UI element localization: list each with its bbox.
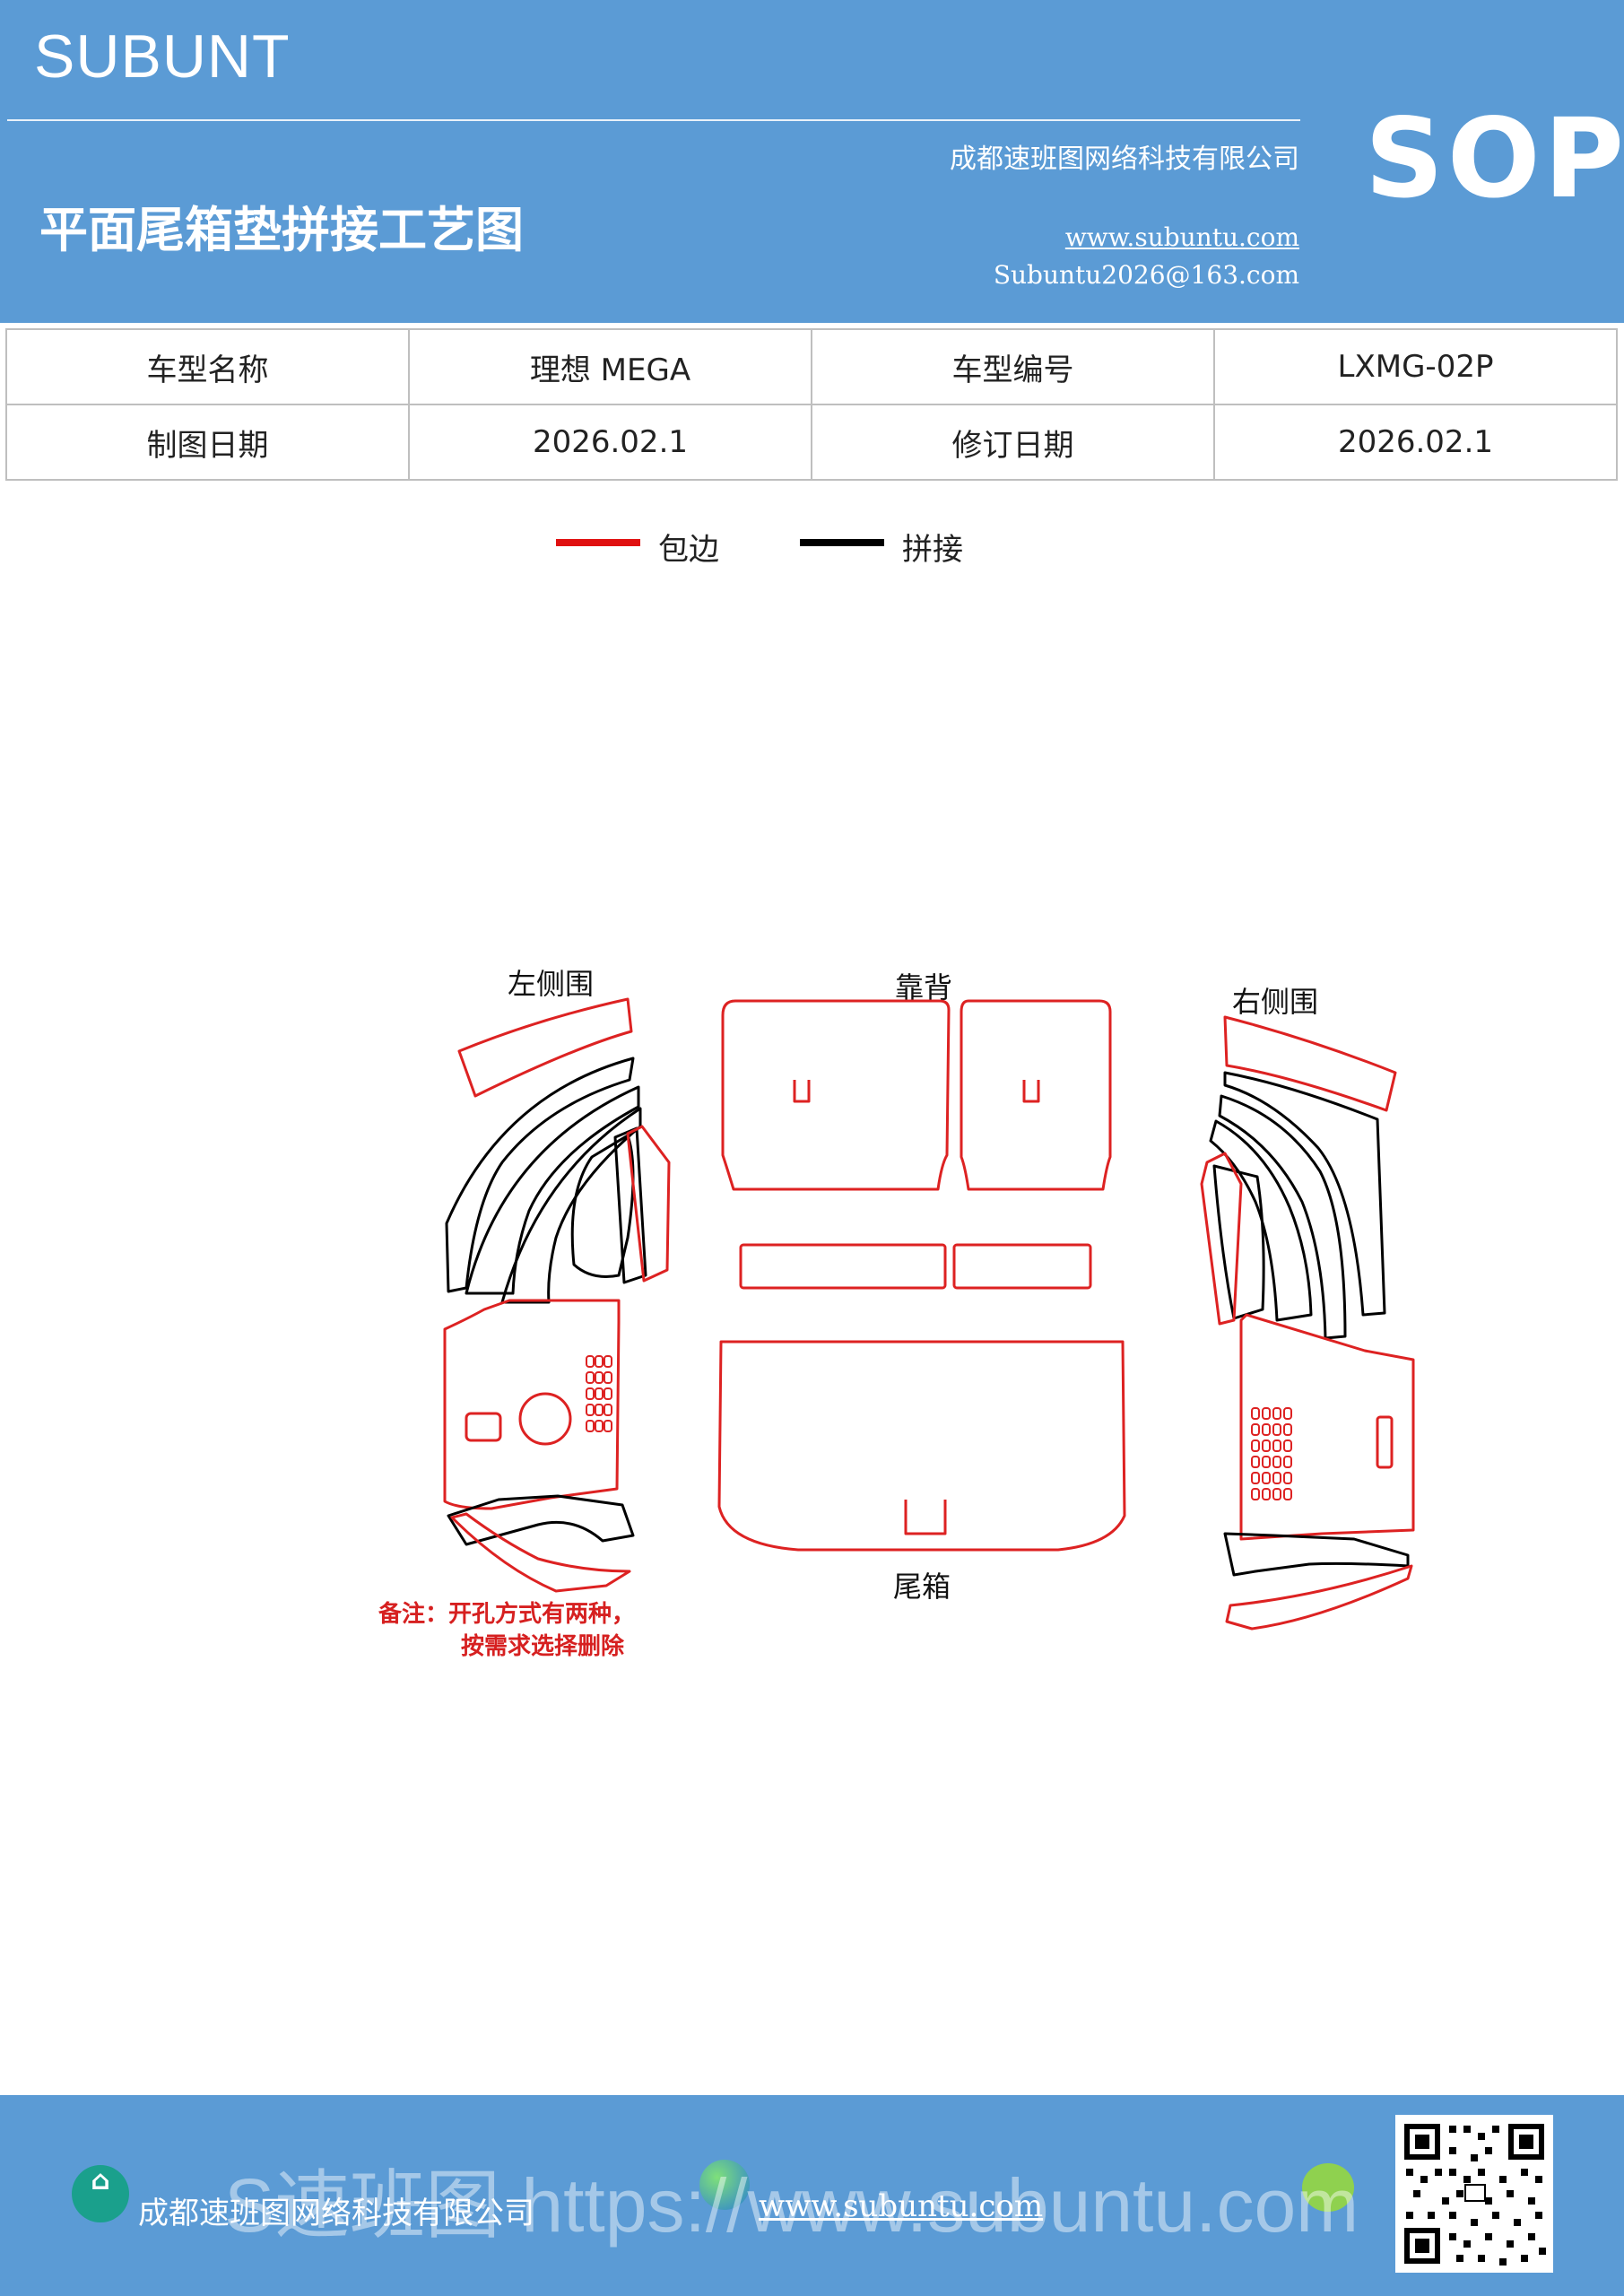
- sop-badge: SOP: [1365, 95, 1624, 222]
- table-cell: 制图日期: [5, 404, 410, 481]
- note-line-1: 备注：开孔方式有两种，: [378, 1601, 636, 1628]
- left-main-panel: [443, 1299, 621, 1510]
- label-trunk-floor: 尾箱: [893, 1570, 951, 1604]
- legend-swatch-seam: [800, 539, 884, 546]
- footer-banner: ⌂ 成都速班图网络科技有限公司 www.subuntu.com S速班图 htt…: [0, 2095, 1624, 2296]
- header-divider: [7, 119, 1300, 121]
- right-side-tab-red: [1200, 1152, 1243, 1326]
- mat-pattern-diagram: [443, 997, 1415, 1631]
- legend-label-seam: 拼接: [902, 532, 963, 568]
- table-cell: 修订日期: [811, 404, 1215, 481]
- header-banner: SUBUNT 平面尾箱垫拼接工艺图 成都速班图网络科技有限公司 www.subu…: [0, 0, 1624, 323]
- left-side-tab-red: [626, 1125, 671, 1283]
- legend-swatch-binding: [556, 539, 640, 546]
- table-row: 车型名称 理想 MEGA 车型编号 LXMG-02P: [5, 328, 1618, 405]
- left-perforation-grid: [586, 1355, 612, 1432]
- right-curved-strip-3: [1209, 1119, 1313, 1322]
- company-name: 成都速班图网络科技有限公司: [950, 144, 1299, 175]
- middle-strip-left: [739, 1243, 947, 1290]
- trunk-slot: [904, 1500, 947, 1535]
- table-cell: LXMG-02P: [1213, 328, 1618, 405]
- left-vent-rect: [465, 1412, 502, 1442]
- footer-company-name: 成都速班图网络科技有限公司: [138, 2196, 534, 2231]
- trunk-floor-panel: [717, 1340, 1126, 1552]
- left-bottom-seam: [447, 1494, 635, 1546]
- footer-watermark: S速班图 https://www.subuntu.com: [224, 2163, 1359, 2248]
- right-top-strip: [1223, 1015, 1397, 1112]
- table-row: 制图日期 2026.02.1 修订日期 2026.02.1: [5, 404, 1618, 481]
- table-cell: 2026.02.1: [1213, 404, 1618, 481]
- qr-code-image[interactable]: [1395, 2115, 1553, 2273]
- diagram-note: 备注：开孔方式有两种， 按需求选择删除: [378, 1598, 635, 1663]
- website-link[interactable]: www.subuntu.com: [1064, 222, 1299, 252]
- label-backrest: 靠背: [895, 970, 953, 1004]
- right-inner-piece: [1212, 1164, 1265, 1320]
- left-inner-piece: [570, 1134, 635, 1278]
- left-speaker-grille: [518, 1392, 572, 1446]
- vehicle-info-table: 车型名称 理想 MEGA 车型编号 LXMG-02P 制图日期 2026.02.…: [5, 328, 1618, 481]
- right-perforation-grid: [1251, 1407, 1292, 1500]
- right-vent-slot: [1376, 1415, 1394, 1469]
- left-curved-strip-1: [445, 1057, 635, 1293]
- left-bottom-strip: [450, 1512, 631, 1593]
- left-curved-strip-2: [465, 1085, 640, 1295]
- table-cell: 车型名称: [5, 328, 410, 405]
- footer-website-link[interactable]: www.subuntu.com: [759, 2188, 1044, 2224]
- company-building-icon: ⌂: [72, 2165, 129, 2222]
- right-bottom-strip: [1225, 1564, 1413, 1631]
- label-right-side-panel: 右侧围: [1232, 985, 1319, 1019]
- document-title: 平面尾箱垫拼接工艺图: [39, 202, 524, 258]
- backrest-panel-left: [721, 999, 951, 1191]
- backrest-panel-right: [960, 999, 1112, 1191]
- label-left-side-panel: 左侧围: [508, 967, 595, 1001]
- table-cell: 车型编号: [811, 328, 1215, 405]
- middle-strip-right: [952, 1243, 1092, 1290]
- globe-icon: [699, 2160, 750, 2210]
- backrest-slot-left: [793, 1080, 811, 1103]
- note-line-2: 按需求选择删除: [461, 1633, 625, 1660]
- right-bottom-seam: [1223, 1532, 1410, 1577]
- table-cell: 2026.02.1: [408, 404, 812, 481]
- backrest-slot-right: [1022, 1080, 1040, 1103]
- brand-logo-text: SUBUNT: [34, 22, 291, 91]
- right-curved-strip-1: [1223, 1071, 1386, 1317]
- right-curved-strip-2: [1218, 1094, 1347, 1340]
- legend-label-binding: 包边: [658, 532, 719, 568]
- wechat-icon: [1302, 2163, 1354, 2212]
- right-main-panel: [1239, 1313, 1415, 1541]
- email-address: Subuntu2026@163.com: [993, 260, 1299, 290]
- left-top-strip: [457, 997, 633, 1098]
- table-cell: 理想 MEGA: [408, 328, 812, 405]
